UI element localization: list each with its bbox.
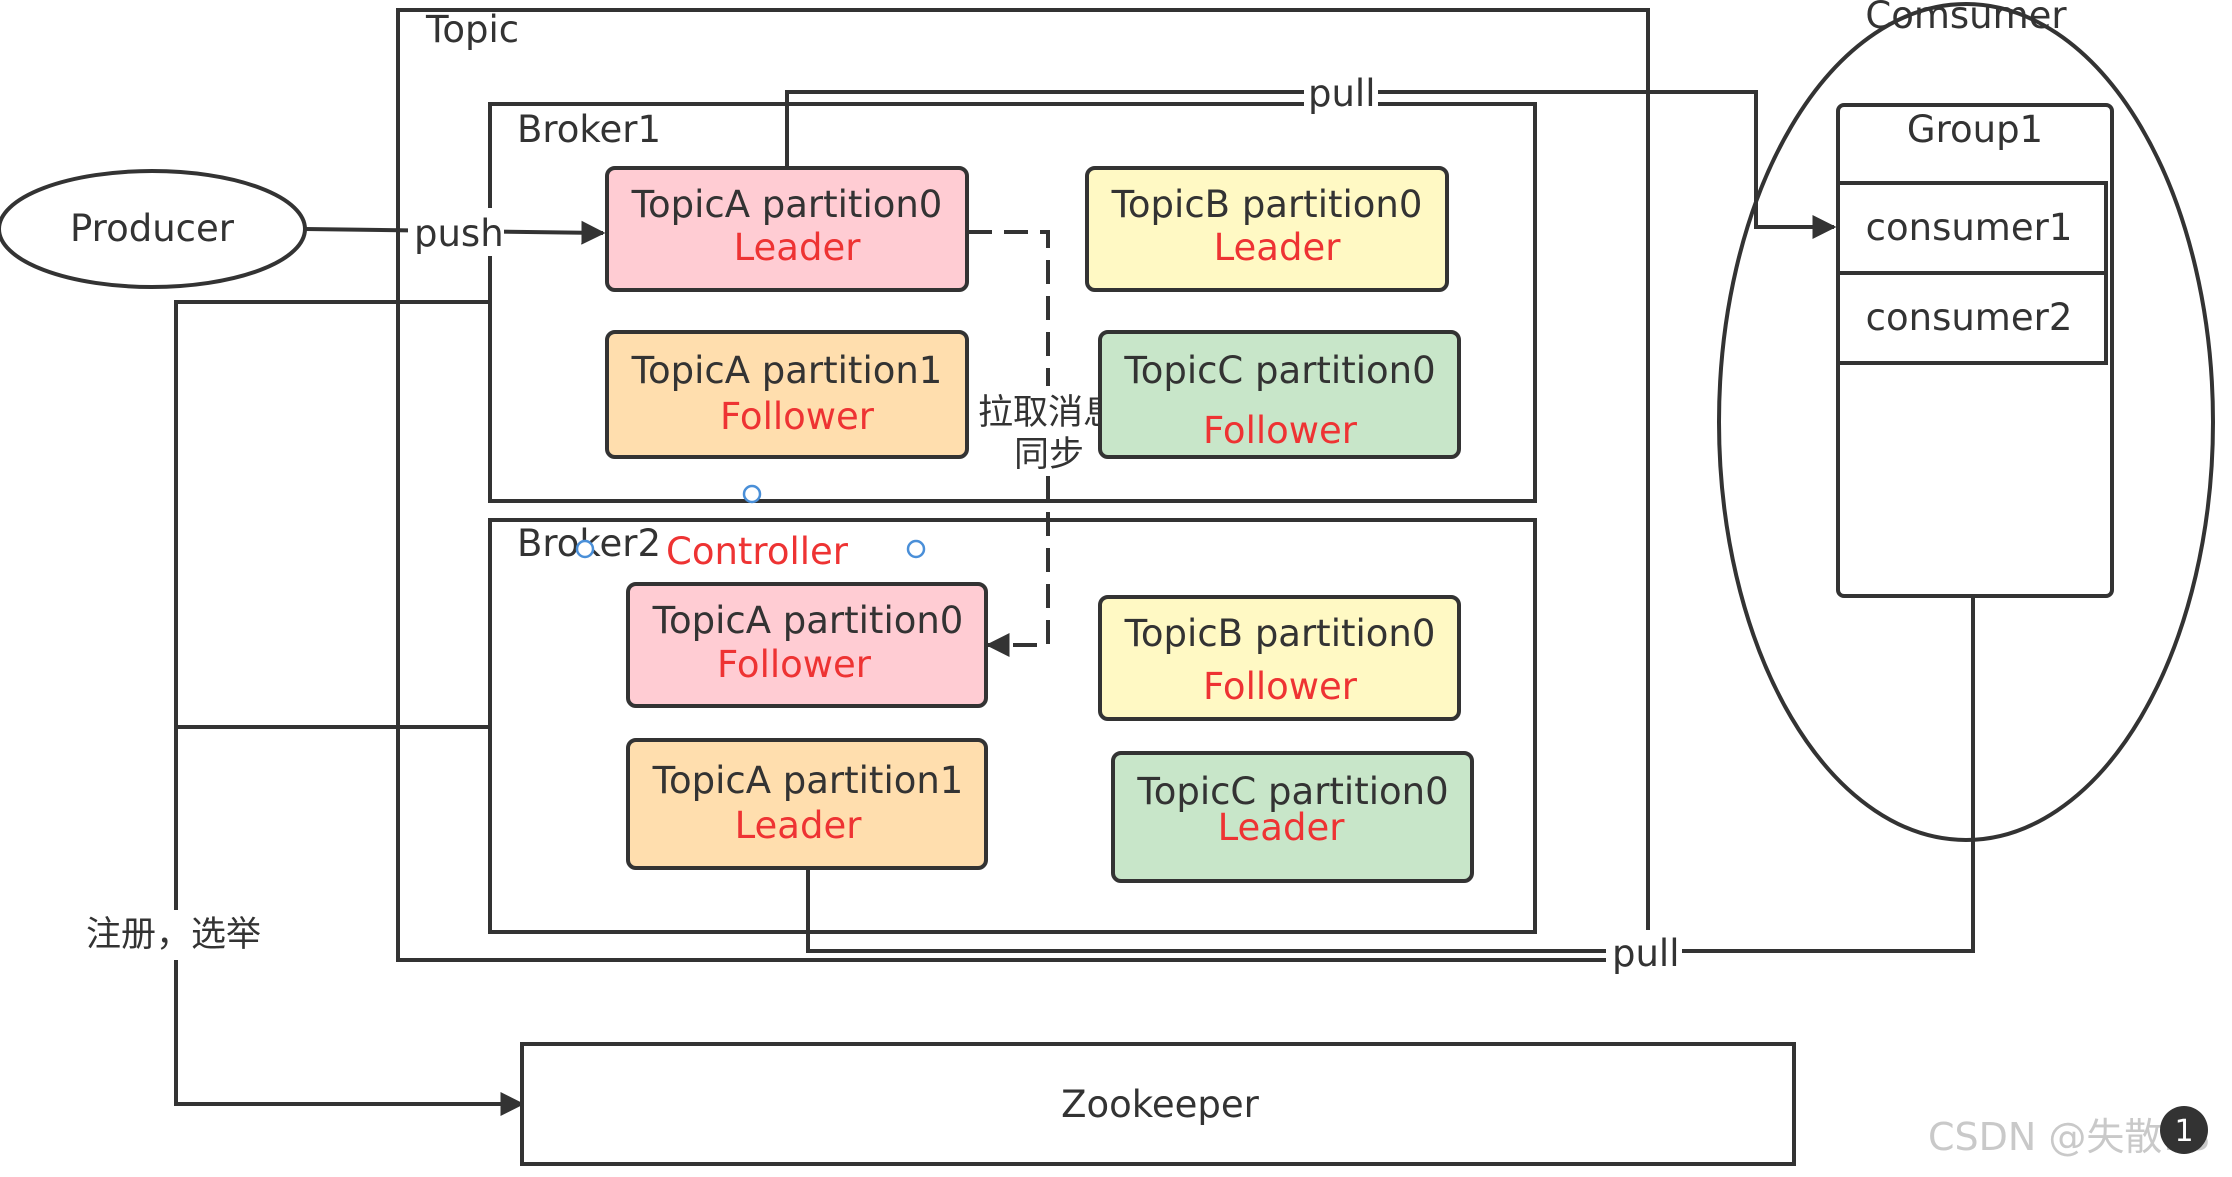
- broker2-topica-p1[interactable]: TopicA partition1 Leader: [626, 738, 988, 870]
- register-label-bg: [82, 910, 272, 960]
- controller-label: Controller: [666, 530, 849, 573]
- partition-name: TopicB partition0: [1111, 183, 1423, 226]
- partition-name: TopicC partition0: [1123, 349, 1435, 392]
- partition-role: Leader: [1218, 806, 1346, 849]
- partition-role: Leader: [1214, 226, 1342, 269]
- zookeeper-node[interactable]: [520, 1042, 1796, 1166]
- notification-badge-count: 1: [2174, 1114, 2193, 1149]
- partition-role: Follower: [1203, 665, 1358, 708]
- partition-name: TopicB partition0: [1124, 612, 1436, 655]
- selection-handle[interactable]: [742, 484, 762, 504]
- consumer-label: Comsumer: [1865, 0, 2067, 37]
- pull-bottom-label: pull: [1612, 932, 1680, 975]
- broker1-topica-p1[interactable]: TopicA partition1 Follower: [605, 330, 969, 459]
- selection-handle[interactable]: [906, 539, 926, 559]
- sync-label-line2: 同步: [1014, 435, 1084, 475]
- sync-label-line1: 拉取消息: [978, 393, 1118, 433]
- broker1-topicc-p0[interactable]: TopicC partition0 Follower: [1098, 330, 1461, 459]
- sync-edge: [968, 230, 1050, 657]
- producer-node[interactable]: [0, 169, 307, 289]
- register-edge-broker1: [174, 300, 525, 1116]
- consumer-ellipse: [1717, 2, 2215, 842]
- partition-role: Follower: [720, 395, 875, 438]
- producer-label: Producer: [70, 207, 235, 250]
- topic-label: Topic: [425, 8, 519, 51]
- consumer2-label: consumer2: [1866, 296, 2073, 339]
- pull-bottom-label-bg: [1606, 930, 1682, 974]
- notification-badge[interactable]: [2160, 1106, 2208, 1154]
- partition-role: Leader: [735, 804, 863, 847]
- broker1-topica-p0[interactable]: TopicA partition0 Leader: [605, 166, 969, 292]
- zookeeper-label: Zookeeper: [1061, 1083, 1260, 1126]
- register-label: 注册，选举: [86, 915, 261, 955]
- broker2-topicb-p0[interactable]: TopicB partition0 Follower: [1098, 595, 1461, 721]
- consumer2-row[interactable]: [1836, 271, 2108, 365]
- broker2-topicc-p0[interactable]: TopicC partition0 Leader: [1111, 751, 1474, 883]
- partition-name: TopicA partition0: [652, 599, 964, 642]
- partition-name: TopicA partition1: [652, 759, 964, 802]
- broker2-topica-p0[interactable]: TopicA partition0 Follower: [626, 582, 988, 708]
- push-label: push: [414, 212, 504, 255]
- partition-name: TopicA partition0: [631, 183, 943, 226]
- pull-bottom-edge: [806, 363, 1985, 953]
- partition-name: TopicA partition1: [631, 349, 943, 392]
- partition-role: Follower: [1203, 409, 1358, 452]
- consumer1-label: consumer1: [1866, 206, 2073, 249]
- broker1-label: Broker1: [517, 108, 661, 151]
- partition-role: Follower: [717, 643, 872, 686]
- broker1-topicb-p0[interactable]: TopicB partition0 Leader: [1085, 166, 1449, 292]
- group1-label: Group1: [1907, 108, 2043, 151]
- pull-top-label: pull: [1308, 72, 1376, 115]
- partition-name: TopicC partition0: [1136, 770, 1448, 813]
- pull-top-label-bg: [1304, 70, 1378, 114]
- partition-role: Leader: [734, 226, 862, 269]
- pull-top-edge: [785, 90, 1837, 239]
- selection-handle[interactable]: [575, 539, 595, 559]
- consumer1-row[interactable]: [1836, 181, 2108, 275]
- topic-container: [396, 8, 1650, 962]
- push-label-bg: [408, 208, 504, 256]
